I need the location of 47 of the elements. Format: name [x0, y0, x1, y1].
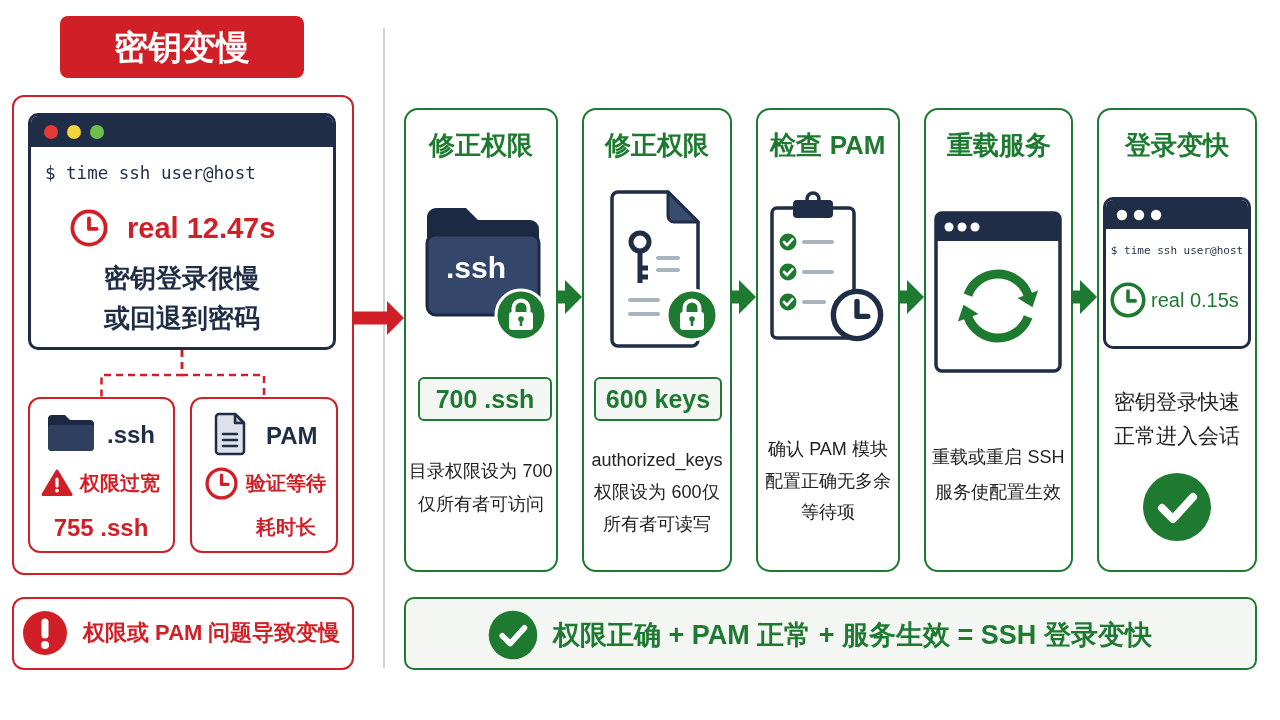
step-card [1097, 108, 1257, 572]
arrow [900, 280, 924, 314]
summary-text: 权限正确 + PAM 正常 + 服务生效 = SSH 登录变快 [553, 619, 1152, 652]
timing-text: real 12.47s [127, 211, 276, 246]
step-title: 登录变快 [1125, 128, 1229, 162]
step-card [924, 108, 1073, 572]
step-description: 确认 PAM 模块配置正确无多余等待项 [764, 438, 892, 524]
step-description: 重载或重启 SSH服务使配置生效 [931, 445, 1066, 504]
command-text: $ time ssh user@host [1110, 244, 1244, 258]
step-title: 修正权限 [429, 128, 533, 162]
issue-card [190, 397, 338, 553]
terminal-window [28, 113, 336, 350]
alert-panel [12, 597, 354, 670]
symptom-text: 密钥登录很慢或回退到密码 [102, 262, 261, 335]
permission-box [418, 377, 552, 421]
issue-card [28, 397, 175, 553]
warning-text: 验证等待耗时长 [245, 471, 327, 540]
arrow [354, 301, 404, 335]
step-description: 目录权限设为 700仅所有者可访问 [408, 460, 554, 516]
folder-name: .ssh [107, 420, 156, 450]
step-title: 检查 PAM [770, 128, 886, 162]
terminal-window [1103, 197, 1251, 349]
timing-text: real 0.15s [1151, 287, 1239, 313]
step-description: authorized_keys权限设为 600仅所有者可读写 [590, 449, 724, 536]
alert-text: 权限或 PAM 问题导致变慢 [83, 619, 341, 647]
summary-bar [404, 597, 1257, 670]
step-card [582, 108, 732, 572]
dashed-connector [180, 350, 266, 397]
problem-panel [12, 95, 354, 575]
step-card [756, 108, 900, 572]
arrow [732, 280, 756, 314]
folder-label: .ssh [446, 250, 506, 286]
module-name: PAM [266, 421, 318, 451]
title-banner [60, 16, 304, 78]
banner-title: 密钥变慢 [114, 26, 250, 68]
command-text: $ time ssh user@host [45, 162, 256, 184]
arrow [558, 280, 582, 314]
permission-value: 600 keys [605, 383, 711, 415]
arrow [1073, 280, 1097, 314]
step-description: 密钥登录快速正常进入会话 [1113, 389, 1241, 449]
step-card [404, 108, 558, 572]
permission-box [594, 377, 722, 421]
permission-value: 700 .ssh [435, 383, 535, 415]
warning-text: 权限过宽 [80, 470, 160, 496]
permission-text: 755 .ssh [53, 513, 149, 543]
step-title: 重载服务 [946, 128, 1051, 162]
step-title: 修正权限 [605, 128, 709, 162]
